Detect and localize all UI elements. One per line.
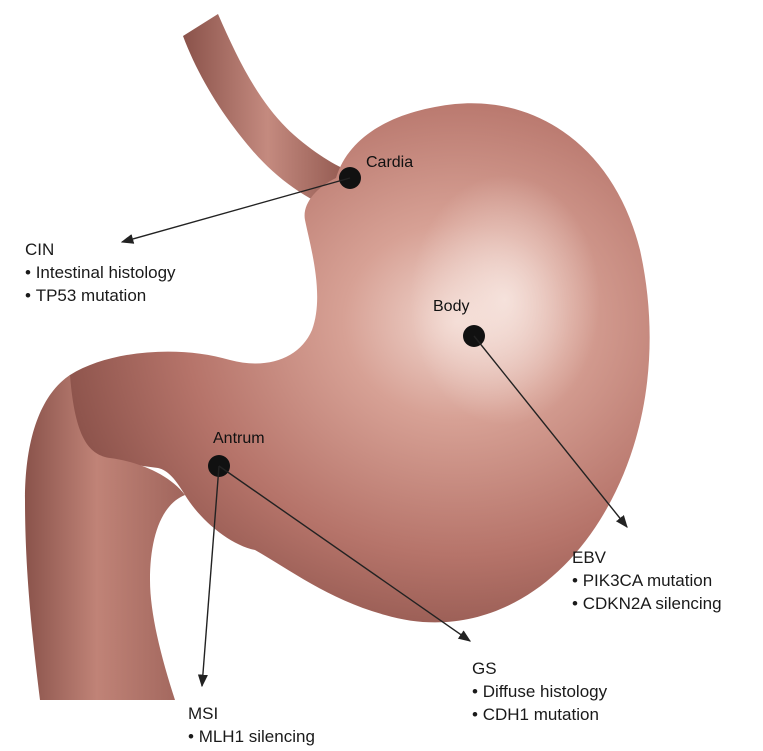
cin-title: CIN <box>25 238 176 261</box>
msi-title: MSI <box>188 702 315 725</box>
cin-feature: TP53 mutation <box>25 284 176 307</box>
gs-title: GS <box>472 657 607 680</box>
cardia-label: Cardia <box>366 152 413 174</box>
ebv-title: EBV <box>572 546 722 569</box>
ebv-feature: CDKN2A silencing <box>572 592 722 615</box>
cin-feature: Intestinal histology <box>25 261 176 284</box>
body-label: Body <box>433 296 469 318</box>
gs-feature: CDH1 mutation <box>472 703 607 726</box>
cin-annotation: CIN Intestinal histology TP53 mutation <box>25 238 176 307</box>
msi-annotation: MSI MLH1 silencing <box>188 702 315 748</box>
gs-annotation: GS Diffuse histology CDH1 mutation <box>472 657 607 726</box>
msi-feature: MLH1 silencing <box>188 725 315 748</box>
esophagus-shape <box>183 14 352 212</box>
gs-feature: Diffuse histology <box>472 680 607 703</box>
ebv-feature: PIK3CA mutation <box>572 569 722 592</box>
ebv-annotation: EBV PIK3CA mutation CDKN2A silencing <box>572 546 722 615</box>
antrum-label: Antrum <box>213 428 265 450</box>
